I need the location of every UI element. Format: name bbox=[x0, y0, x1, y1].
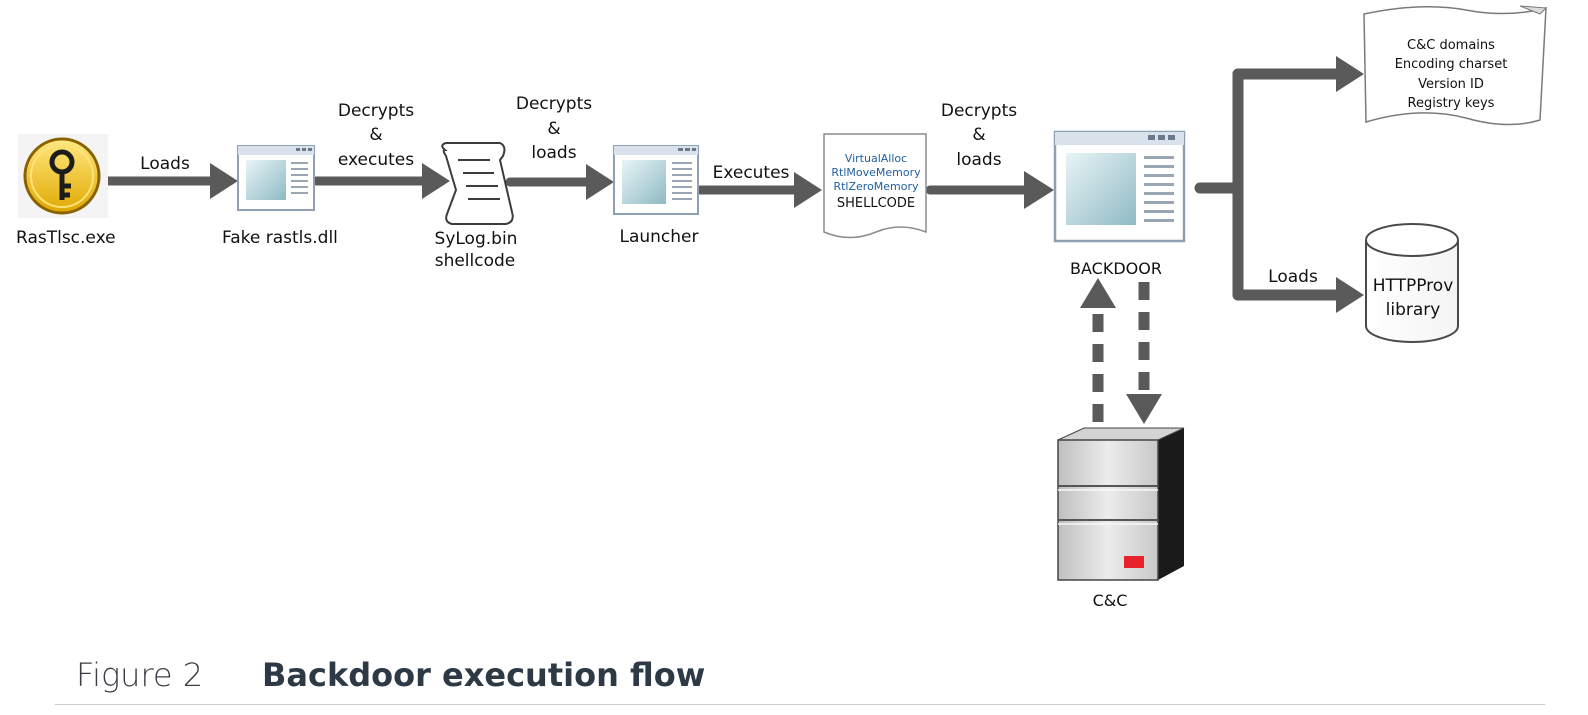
edge-decrypts-loads-backdoor-1: Decrypts bbox=[941, 101, 1017, 121]
edge-decrypts-executes-1: Decrypts bbox=[338, 101, 414, 121]
node-sylog-label-2: shellcode bbox=[435, 251, 516, 271]
caption-divider bbox=[55, 704, 1545, 705]
edge-executes-label: Executes bbox=[713, 163, 790, 183]
figure-number: Figure 2 bbox=[76, 656, 204, 694]
node-launcher-label: Launcher bbox=[619, 227, 698, 247]
fake-dll-window-icon bbox=[237, 145, 315, 211]
shellcode-api-3: RtlZeroMemory bbox=[833, 180, 919, 193]
library-cylinder-icon bbox=[1365, 223, 1459, 343]
key-icon bbox=[18, 134, 108, 218]
node-sylog-label-1: SyLog.bin bbox=[435, 229, 518, 249]
node-fake-dll-label: Fake rastls.dll bbox=[222, 228, 338, 248]
arrow-decrypts-loads bbox=[505, 164, 614, 200]
shellcode-api-1: VirtualAlloc bbox=[845, 152, 907, 165]
figure-title: Backdoor execution flow bbox=[262, 656, 706, 694]
server-icon bbox=[1057, 427, 1185, 581]
node-library-label-2: library bbox=[1386, 300, 1441, 320]
node-cnc-label: C&C bbox=[1093, 591, 1128, 610]
edge-decrypts-loads-3: loads bbox=[531, 143, 576, 163]
node-library-label-1: HTTPProv bbox=[1373, 276, 1454, 296]
flow-arrows bbox=[99, 56, 1364, 313]
config-banner-icon bbox=[1363, 5, 1548, 126]
arrow-branch bbox=[1194, 56, 1364, 313]
scroll-icon bbox=[441, 142, 514, 225]
config-item-3: Version ID bbox=[1418, 77, 1484, 92]
edge-decrypts-loads-1: Decrypts bbox=[516, 94, 592, 114]
shellcode-label: SHELLCODE bbox=[837, 196, 915, 211]
edge-loads-library-label: Loads bbox=[1268, 267, 1318, 287]
arrow-loads bbox=[99, 163, 238, 199]
launcher-window-icon bbox=[613, 145, 699, 215]
arrow-cnc-down bbox=[1126, 282, 1162, 424]
config-item-1: C&C domains bbox=[1407, 38, 1495, 53]
node-backdoor-label: BACKDOOR bbox=[1070, 259, 1162, 278]
edge-decrypts-executes-2: & bbox=[369, 125, 382, 145]
edge-decrypts-executes-3: executes bbox=[338, 150, 414, 170]
edge-loads-label: Loads bbox=[140, 154, 190, 174]
arrow-decrypts-executes bbox=[311, 163, 450, 199]
config-item-4: Registry keys bbox=[1408, 96, 1495, 111]
arrow-decrypts-loads-backdoor bbox=[925, 171, 1054, 209]
backdoor-window-icon bbox=[1053, 130, 1186, 243]
edge-decrypts-loads-backdoor-2: & bbox=[972, 125, 985, 145]
shellcode-document-icon bbox=[823, 133, 927, 239]
arrow-executes bbox=[695, 172, 822, 208]
cnc-arrows bbox=[1080, 278, 1162, 424]
server-led bbox=[1124, 556, 1144, 568]
arrow-cnc-up bbox=[1080, 278, 1116, 422]
shellcode-api-2: RtlMoveMemory bbox=[831, 166, 921, 179]
config-item-2: Encoding charset bbox=[1395, 57, 1508, 72]
node-rastlsc-label: RasTlsc.exe bbox=[16, 228, 116, 248]
edge-decrypts-loads-backdoor-3: loads bbox=[956, 150, 1001, 170]
edge-decrypts-loads-2: & bbox=[547, 119, 560, 139]
